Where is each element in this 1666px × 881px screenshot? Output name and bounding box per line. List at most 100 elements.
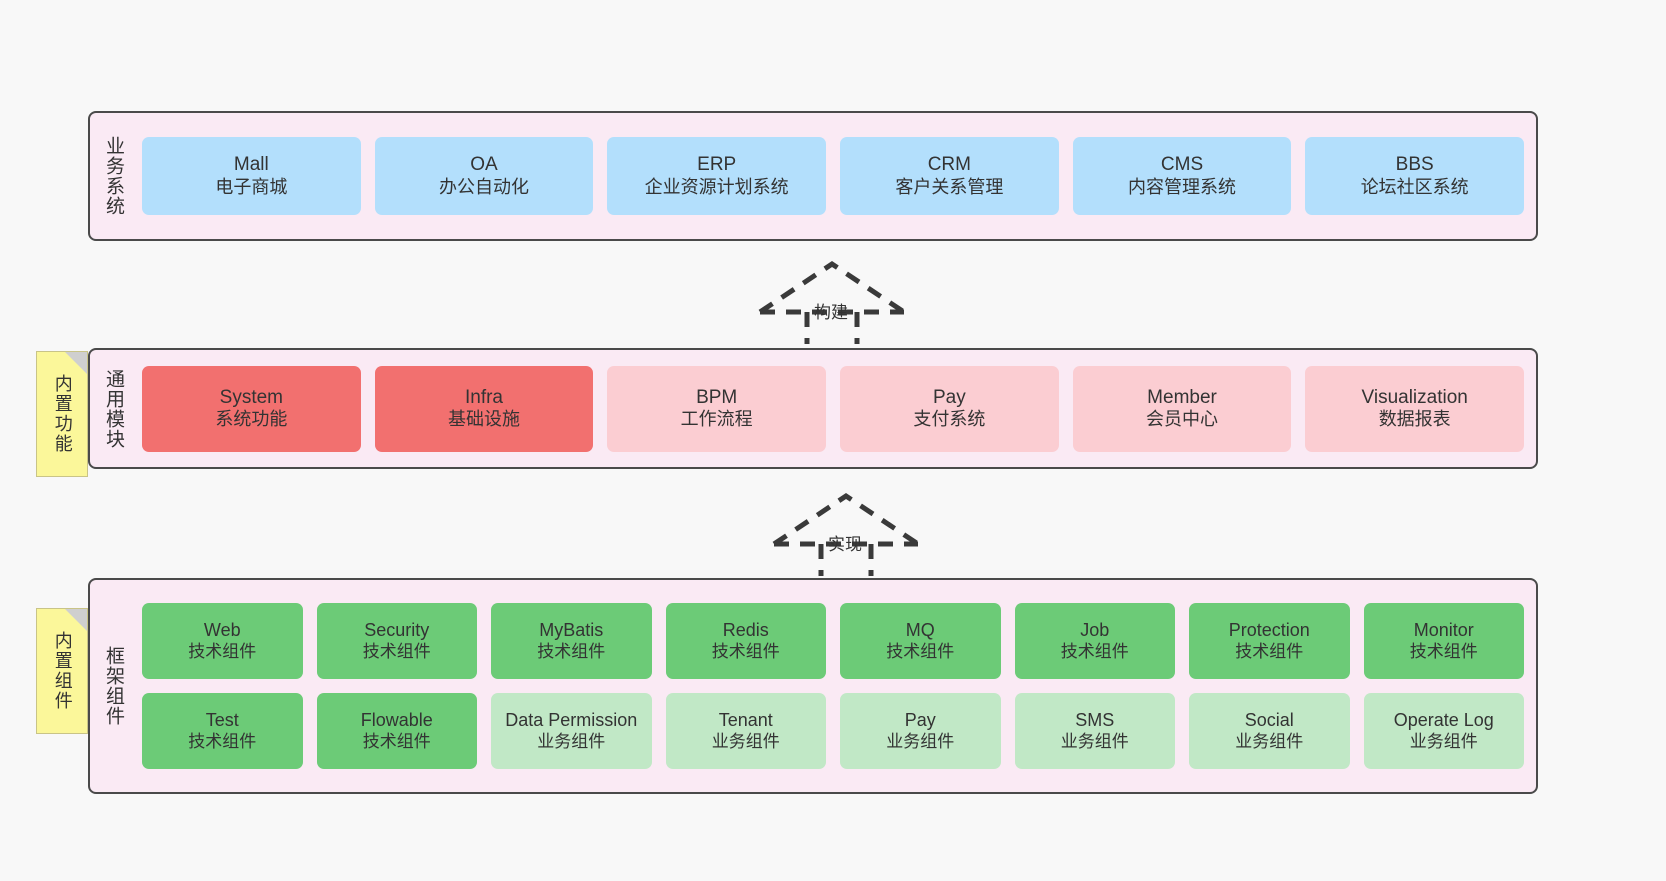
connector-build-glyph bbox=[758, 260, 906, 344]
card-bpm[interactable]: BPM 工作流程 bbox=[607, 365, 827, 452]
layer-common-module: 通用模块 System 系统功能 Infra 基础设施 BPM 工作流程 Pay… bbox=[88, 348, 1538, 469]
card-title-cn: 技术组件 bbox=[1060, 641, 1129, 661]
card-title-en: Pay bbox=[904, 709, 936, 730]
card-title-cn: 工作流程 bbox=[680, 409, 753, 430]
card-title-en: MyBatis bbox=[539, 619, 604, 640]
card-title-cn: 论坛社区系统 bbox=[1360, 176, 1469, 197]
card-system[interactable]: System 系统功能 bbox=[142, 365, 361, 452]
card-erp[interactable]: ERP 企业资源计划系统 bbox=[607, 137, 827, 215]
card-title-en: Redis bbox=[722, 619, 769, 640]
framework-row-biz: Test 技术组件 Flowable 技术组件 Data Permission … bbox=[142, 693, 1524, 769]
card-title-en: Mall bbox=[233, 154, 269, 176]
card-pay[interactable]: Pay 支付系统 bbox=[840, 365, 1059, 452]
card-infra[interactable]: Infra 基础设施 bbox=[374, 365, 594, 452]
card-title-cn: 业务组件 bbox=[537, 731, 606, 751]
card-crm[interactable]: CRM 客户关系管理 bbox=[840, 137, 1059, 215]
card-title-cn: 技术组件 bbox=[1409, 641, 1478, 661]
card-member[interactable]: Member 会员中心 bbox=[1072, 365, 1292, 452]
card-title-en: ERP bbox=[697, 154, 737, 176]
card-job[interactable]: Job 技术组件 bbox=[1014, 603, 1175, 679]
card-cms[interactable]: CMS 内容管理系统 bbox=[1072, 137, 1292, 215]
card-title-en: BPM bbox=[696, 386, 738, 408]
card-title-cn: 基础设施 bbox=[448, 409, 520, 430]
layer-framework-component: 框架组件 Web 技术组件 Security 技术组件 MyBatis 技术组件… bbox=[88, 578, 1538, 794]
card-title-en: Web bbox=[203, 619, 241, 640]
card-title-cn: 业务组件 bbox=[886, 731, 955, 751]
layer-business-system: 业务系统 Mall 电子商城 OA 办公自动化 ERP 企业资源计划系统 CRM… bbox=[88, 111, 1538, 241]
note-builtin-component: 内置组件 bbox=[36, 608, 88, 734]
card-tenant[interactable]: Tenant 业务组件 bbox=[665, 693, 826, 769]
card-visualization[interactable]: Visualization 数据报表 bbox=[1305, 365, 1525, 452]
note-builtin-feature: 内置功能 bbox=[36, 351, 88, 477]
card-title-en: SMS bbox=[1075, 709, 1115, 730]
card-title-cn: 客户关系管理 bbox=[895, 176, 1004, 197]
card-web[interactable]: Web 技术组件 bbox=[142, 603, 303, 679]
card-title-cn: 办公自动化 bbox=[439, 176, 529, 197]
card-title-cn: 业务组件 bbox=[1409, 731, 1478, 751]
card-title-cn: 系统功能 bbox=[215, 409, 288, 430]
card-social[interactable]: Social 业务组件 bbox=[1189, 693, 1350, 769]
connector-build-label: 构建 bbox=[814, 303, 848, 322]
card-title-cn: 技术组件 bbox=[188, 731, 257, 751]
card-title-en: MQ bbox=[905, 619, 935, 640]
card-title-cn: 业务组件 bbox=[1235, 731, 1304, 751]
card-title-en: Protection bbox=[1228, 619, 1310, 640]
card-redis[interactable]: Redis 技术组件 bbox=[665, 603, 826, 679]
connector-implement-label: 实现 bbox=[828, 535, 862, 554]
card-mall[interactable]: Mall 电子商城 bbox=[142, 137, 361, 215]
card-title-cn: 内容管理系统 bbox=[1128, 176, 1237, 197]
card-title-en: Security bbox=[364, 619, 430, 640]
card-data-permission[interactable]: Data Permission 业务组件 bbox=[491, 693, 652, 769]
card-title-cn: 数据报表 bbox=[1378, 409, 1451, 430]
card-title-en: Test bbox=[205, 709, 239, 730]
card-title-en: Flowable bbox=[360, 709, 433, 730]
note-fold-corner-icon bbox=[65, 609, 87, 631]
card-mq[interactable]: MQ 技术组件 bbox=[840, 603, 1001, 679]
card-title-cn: 企业资源计划系统 bbox=[644, 176, 789, 197]
card-pay-biz[interactable]: Pay 业务组件 bbox=[840, 693, 1001, 769]
card-title-cn: 技术组件 bbox=[188, 641, 257, 661]
card-security[interactable]: Security 技术组件 bbox=[316, 603, 477, 679]
connector-implement: 实现 bbox=[766, 490, 926, 576]
layer-title-framework-component: 框架组件 bbox=[102, 646, 124, 726]
card-title-cn: 技术组件 bbox=[1235, 641, 1304, 661]
layer-body-framework-component: Web 技术组件 Security 技术组件 MyBatis 技术组件 Redi… bbox=[136, 580, 1536, 792]
card-title-en: BBS bbox=[1395, 154, 1434, 176]
layer-title-common-module: 通用模块 bbox=[102, 368, 124, 449]
card-title-en: Data Permission bbox=[505, 709, 638, 730]
note-label: 内置功能 bbox=[52, 374, 73, 454]
card-flowable[interactable]: Flowable 技术组件 bbox=[316, 693, 477, 769]
layer-body-common-module: System 系统功能 Infra 基础设施 BPM 工作流程 Pay 支付系统… bbox=[136, 350, 1536, 467]
card-sms[interactable]: SMS 业务组件 bbox=[1014, 693, 1175, 769]
card-title-cn: 会员中心 bbox=[1146, 409, 1219, 430]
card-title-en: Pay bbox=[932, 386, 966, 408]
card-title-cn: 支付系统 bbox=[913, 409, 986, 430]
card-title-en: Member bbox=[1147, 386, 1217, 408]
card-title-cn: 技术组件 bbox=[711, 641, 780, 661]
card-title-en: OA bbox=[470, 154, 498, 176]
card-oa[interactable]: OA 办公自动化 bbox=[374, 137, 594, 215]
note-label: 内置组件 bbox=[52, 631, 73, 711]
card-title-en: Job bbox=[1080, 619, 1110, 640]
connector-implement-glyph bbox=[772, 492, 920, 576]
card-protection[interactable]: Protection 技术组件 bbox=[1189, 603, 1350, 679]
card-monitor[interactable]: Monitor 技术组件 bbox=[1363, 603, 1524, 679]
card-title-en: Operate Log bbox=[1393, 709, 1494, 730]
card-test[interactable]: Test 技术组件 bbox=[142, 693, 303, 769]
connector-build: 构建 bbox=[752, 258, 912, 344]
layer-body-business-system: Mall 电子商城 OA 办公自动化 ERP 企业资源计划系统 CRM 客户关系… bbox=[136, 113, 1536, 239]
note-fold-corner-icon bbox=[65, 352, 87, 374]
card-title-cn: 技术组件 bbox=[537, 641, 606, 661]
card-title-en: CMS bbox=[1160, 154, 1204, 176]
card-title-en: Visualization bbox=[1361, 386, 1468, 408]
card-title-en: Tenant bbox=[718, 709, 773, 730]
card-bbs[interactable]: BBS 论坛社区系统 bbox=[1305, 137, 1525, 215]
card-title-en: Social bbox=[1244, 709, 1294, 730]
card-title-cn: 电子商城 bbox=[215, 176, 288, 197]
card-mybatis[interactable]: MyBatis 技术组件 bbox=[491, 603, 652, 679]
card-operate-log[interactable]: Operate Log 业务组件 bbox=[1363, 693, 1524, 769]
card-title-cn: 业务组件 bbox=[711, 731, 780, 751]
layer-title-business-system: 业务系统 bbox=[102, 136, 124, 216]
card-title-en: System bbox=[219, 386, 284, 408]
